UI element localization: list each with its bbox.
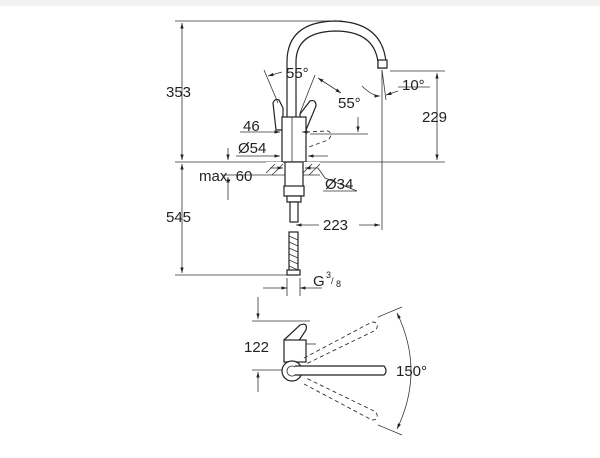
label-thread-g: G xyxy=(313,273,325,290)
label-angle-top: 55° xyxy=(286,65,309,82)
top-spout xyxy=(295,365,387,376)
nut xyxy=(283,185,305,197)
label-thread-num: 3 xyxy=(326,270,331,280)
top-handle xyxy=(283,323,307,343)
top-view: 122 150° xyxy=(244,297,427,436)
top-strip xyxy=(0,0,600,6)
label-dia-34: Ø34 xyxy=(325,176,353,193)
label-229: 229 xyxy=(422,109,447,126)
label-angle-spout: 10° xyxy=(402,77,425,94)
label-122: 122 xyxy=(244,339,269,356)
label-545: 545 xyxy=(166,209,191,226)
label-46: 46 xyxy=(243,118,260,135)
shank xyxy=(284,161,304,189)
label-max-60: max. 60 xyxy=(199,168,252,185)
swivel-arc xyxy=(396,312,412,430)
label-150: 150° xyxy=(396,363,427,380)
label-thread-slash: / xyxy=(331,276,334,286)
threaded-rod xyxy=(289,201,299,223)
label-353: 353 xyxy=(166,84,191,101)
label-dia-54: Ø54 xyxy=(238,140,266,157)
deck-hatch xyxy=(222,162,321,176)
label-223: 223 xyxy=(323,217,348,234)
side-view: 353 545 229 55° 55° 10° 46 Ø54 max. 60 Ø… xyxy=(166,20,447,296)
faucet-body xyxy=(281,116,307,163)
label-thread-den: 8 xyxy=(336,279,341,289)
label-angle-side: 55° xyxy=(338,95,361,112)
